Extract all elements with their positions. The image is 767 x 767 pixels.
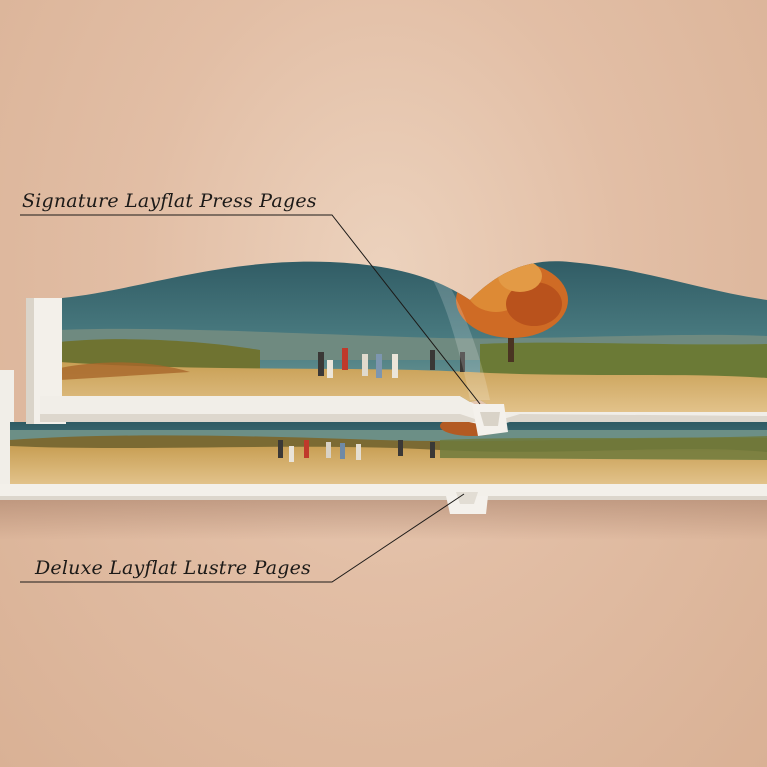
signature-callout-line — [20, 214, 481, 405]
upper-book — [26, 261, 767, 436]
callout-lines — [20, 214, 481, 583]
deluxe-layflat-label: Deluxe Layflat Lustre Pages — [35, 557, 312, 579]
signature-layflat-label: Signature Layflat Press Pages — [22, 190, 317, 212]
deluxe-callout-line — [20, 493, 465, 583]
lower-book-shadow — [0, 500, 767, 540]
lower-book — [0, 370, 767, 514]
